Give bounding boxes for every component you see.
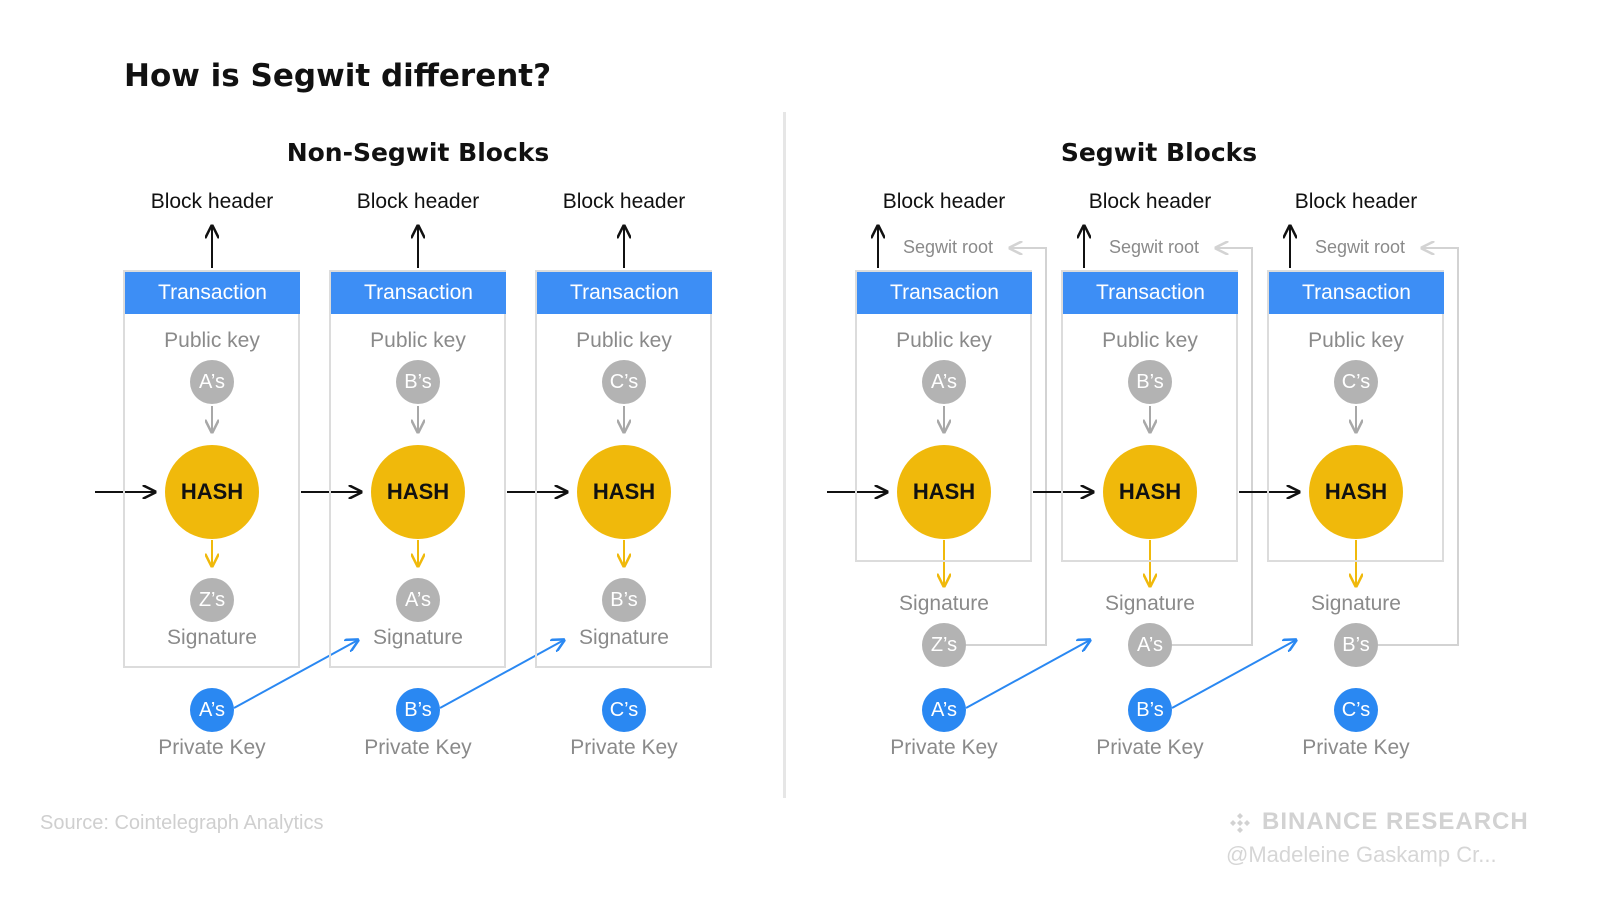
private-key-owner: C’s — [1334, 688, 1378, 732]
hash-node: HASH — [577, 445, 671, 539]
hash-node: HASH — [371, 445, 465, 539]
segwit-root-label: Segwit root — [902, 237, 994, 257]
public-key-owner: B’s — [1128, 360, 1172, 404]
signature-label: Signature — [167, 626, 257, 649]
public-key-owner: C’s — [602, 360, 646, 404]
signature-label: Signature — [1105, 592, 1195, 615]
block-frame — [535, 270, 712, 668]
public-key-owner: A’s — [922, 360, 966, 404]
segwit-root-connector — [1172, 248, 1253, 646]
brand-wordmark: BINANCE RESEARCH — [1262, 808, 1529, 835]
transaction-bar: Transaction — [1269, 272, 1444, 314]
signature-owner: Z’s — [922, 623, 966, 667]
private-key-owner: A’s — [922, 688, 966, 732]
block-header-label: Block header — [150, 190, 274, 213]
transaction-bar: Transaction — [1063, 272, 1238, 314]
signature-owner: Z’s — [190, 578, 234, 622]
private-key-label: Private Key — [570, 736, 678, 759]
private-key-owner: C’s — [602, 688, 646, 732]
signature-label: Signature — [1311, 592, 1401, 615]
public-key-owner: A’s — [190, 360, 234, 404]
binance-logo-icon — [1230, 813, 1250, 833]
hash-node: HASH — [165, 445, 259, 539]
public-key-label: Public key — [896, 329, 992, 352]
transaction-bar: Transaction — [857, 272, 1032, 314]
segwit-root-connector — [966, 248, 1047, 646]
segwit-root-label: Segwit root — [1314, 237, 1406, 257]
signature-label: Signature — [373, 626, 463, 649]
block-header-label: Block header — [1294, 190, 1418, 213]
hash-node: HASH — [897, 445, 991, 539]
signature-owner: B’s — [602, 578, 646, 622]
signature-label: Signature — [579, 626, 669, 649]
transaction-bar: Transaction — [537, 272, 712, 314]
private-key-label: Private Key — [364, 736, 472, 759]
public-key-label: Public key — [1102, 329, 1198, 352]
private-key-owner: B’s — [1128, 688, 1172, 732]
block-frame — [1267, 270, 1444, 562]
public-key-owner: B’s — [396, 360, 440, 404]
private-key-signs-next — [439, 640, 564, 709]
public-key-label: Public key — [576, 329, 672, 352]
block-header-label: Block header — [356, 190, 480, 213]
segwit-root-connector — [1378, 248, 1459, 646]
signature-owner: A’s — [396, 578, 440, 622]
watermark-credit: @Madeleine Gaskamp Cr... — [1226, 842, 1497, 867]
segwit-root-label: Segwit root — [1108, 237, 1200, 257]
block-header-label: Block header — [882, 190, 1006, 213]
block-frame — [855, 270, 1032, 562]
transaction-bar: Transaction — [125, 272, 300, 314]
block-frame — [1061, 270, 1238, 562]
section-divider — [783, 112, 786, 798]
block-frame — [329, 270, 506, 668]
hash-node: HASH — [1309, 445, 1403, 539]
source-note: Source: Cointelegraph Analytics — [40, 812, 324, 834]
private-key-owner: B’s — [396, 688, 440, 732]
private-key-label: Private Key — [1096, 736, 1204, 759]
private-key-signs-next — [965, 640, 1090, 709]
private-key-label: Private Key — [1302, 736, 1410, 759]
non-segwit-heading: Non-Segwit Blocks — [286, 138, 550, 167]
private-key-owner: A’s — [190, 688, 234, 732]
private-key-label: Private Key — [890, 736, 998, 759]
segwit-heading: Segwit Blocks — [1060, 138, 1258, 167]
private-key-label: Private Key — [158, 736, 266, 759]
signature-label: Signature — [899, 592, 989, 615]
private-key-signs-next — [233, 640, 358, 709]
signature-owner: A’s — [1128, 623, 1172, 667]
signature-owner: B’s — [1334, 623, 1378, 667]
public-key-label: Public key — [370, 329, 466, 352]
public-key-label: Public key — [1308, 329, 1404, 352]
public-key-label: Public key — [164, 329, 260, 352]
private-key-signs-next — [1171, 640, 1296, 709]
page-title: How is Segwit different? — [124, 58, 552, 94]
public-key-owner: C’s — [1334, 360, 1378, 404]
transaction-bar: Transaction — [331, 272, 506, 314]
block-header-label: Block header — [562, 190, 686, 213]
block-header-label: Block header — [1088, 190, 1212, 213]
hash-node: HASH — [1103, 445, 1197, 539]
block-frame — [123, 270, 300, 668]
